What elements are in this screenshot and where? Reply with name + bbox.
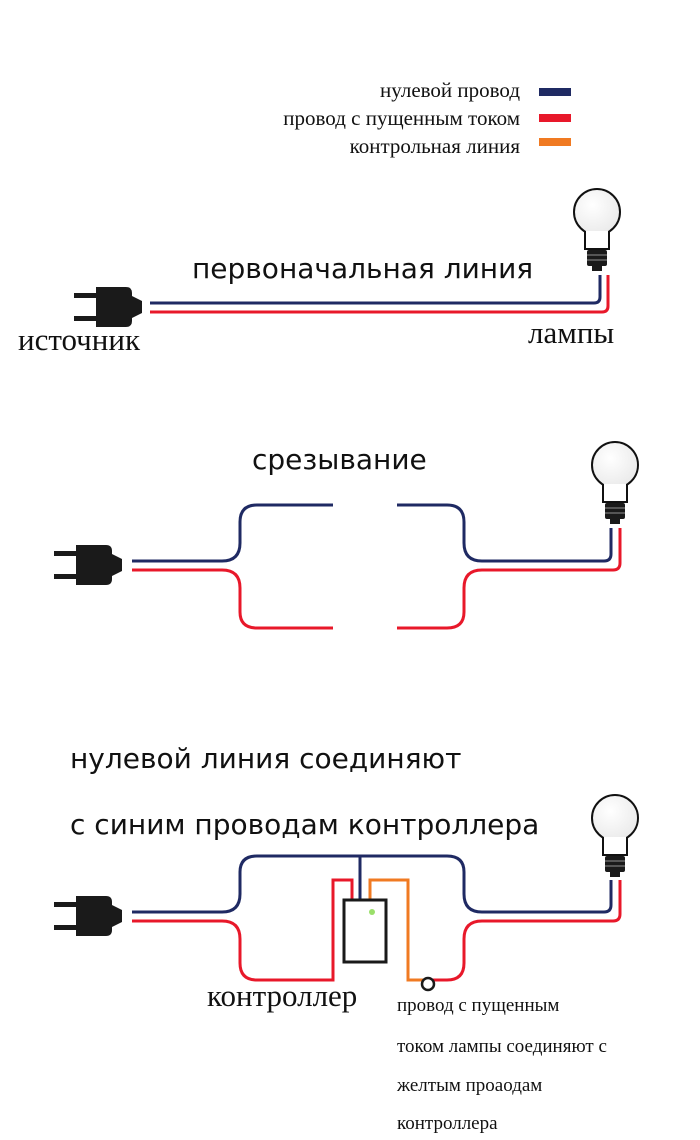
step1-live-wire <box>150 275 610 314</box>
step3-connection-point <box>420 976 436 992</box>
step3-diagram <box>54 794 639 992</box>
step3-title-line2: с синим проводам контроллера <box>70 808 540 841</box>
step2-neutral-wire-left <box>132 503 333 563</box>
step1-diagram <box>74 188 621 327</box>
step1-title: первоначальная линия <box>192 252 534 285</box>
step3-title-line1: нулевой линия соединяют <box>70 742 462 775</box>
step2-neutral-wire-right <box>397 503 613 563</box>
step1-lamp-icon <box>573 188 621 272</box>
source-label: источник <box>18 322 141 357</box>
step2-lamp-icon <box>591 441 639 525</box>
step2-diagram <box>54 441 639 630</box>
step2-live-wire-right <box>397 528 622 630</box>
note-line-4: контроллера <box>397 1113 498 1134</box>
legend-neutral-label: нулевой провод <box>380 78 520 102</box>
note-line-2: током лампы соединяют с <box>397 1036 607 1057</box>
legend-control-label: контрольная линия <box>349 134 520 158</box>
step3-live-wire-source <box>132 878 354 982</box>
step3-control-wire <box>368 878 428 982</box>
step3-neutral-wire <box>132 854 613 914</box>
step3-live-wire-lamp <box>428 880 622 982</box>
step3-lamp-icon <box>591 794 639 878</box>
step2-live-wire-left <box>132 568 333 630</box>
lamp-label: лампы <box>528 315 615 350</box>
legend-live-swatch <box>539 114 571 122</box>
note-line-3: желтым проаодам <box>397 1075 543 1096</box>
legend-control-swatch <box>539 138 571 146</box>
step2-title: срезывание <box>252 443 427 476</box>
legend-neutral-swatch <box>539 88 571 96</box>
step1-neutral-wire <box>150 275 602 305</box>
step3-controller-led <box>369 909 375 915</box>
legend-live-label: провод с пущенным током <box>283 106 520 130</box>
step2-plug-icon <box>54 545 122 585</box>
note-line-1: провод с пущенным <box>397 995 560 1016</box>
controller-label: контроллер <box>207 978 358 1013</box>
step1-plug-icon <box>74 287 142 327</box>
step3-plug-icon <box>54 896 122 936</box>
step3-controller-box <box>342 898 388 964</box>
